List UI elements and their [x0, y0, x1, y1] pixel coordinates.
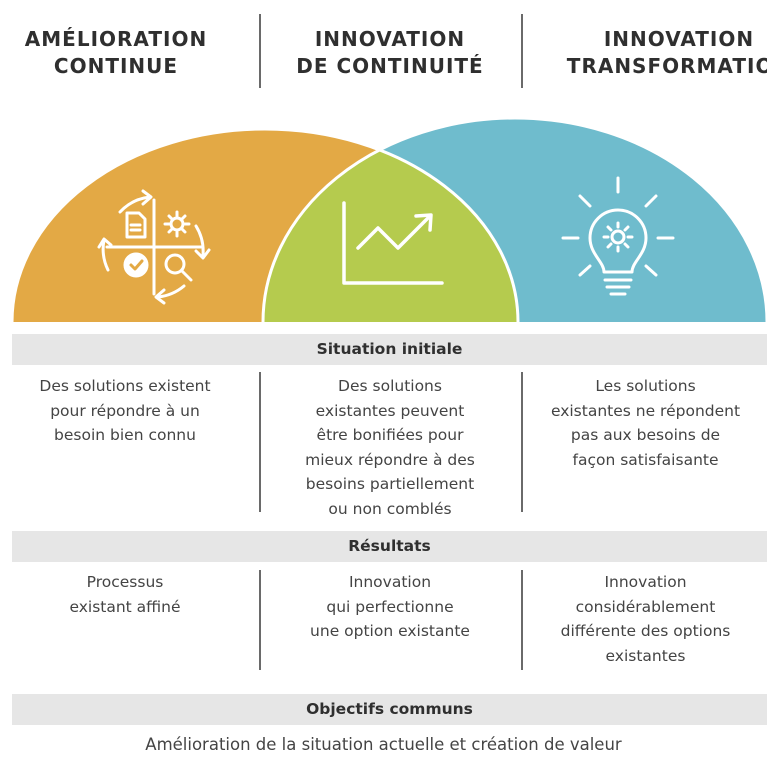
cell-line: être bonifiées pour	[316, 426, 464, 444]
resultats-cell-continuite: Innovation qui perfectionne une option e…	[259, 570, 521, 644]
cell-line: Des solutions existent	[39, 377, 211, 395]
cell-line: Processus	[86, 573, 164, 591]
column-heading-transformation: INNOVATION TRANSFORMATION	[544, 26, 767, 80]
cell-line: existantes ne répondent	[550, 401, 741, 420]
section-band-resultats: Résultats	[12, 531, 767, 562]
section-band-objectifs: Objectifs communs	[12, 694, 767, 725]
cell-line: Les solutions	[595, 377, 696, 395]
heading-line: CONTINUE	[53, 54, 179, 78]
heading-line: DE CONTINUITÉ	[296, 54, 484, 78]
cell-line: Innovation	[604, 573, 687, 591]
resultats-cell-amelioration: Processus existant affiné	[0, 570, 250, 619]
heading-line: AMÉLIORATION	[24, 27, 208, 51]
cell-line: existant affiné	[69, 597, 181, 616]
growth-chart-icon	[342, 201, 444, 285]
cell-line: pas aux besoins de	[570, 426, 721, 444]
heading-divider	[259, 14, 261, 88]
resultats-cell-transformation: Innovation considérablement différente d…	[524, 570, 767, 668]
cell-line: ou non comblés	[328, 499, 452, 518]
cell-line: besoin bien connu	[54, 426, 196, 444]
situation-cell-transformation: Les solutions existantes ne répondent pa…	[524, 374, 767, 472]
column-divider	[521, 570, 523, 670]
objectifs-text: Amélioration de la situation actuelle et…	[145, 735, 622, 754]
situation-cell-continuite: Des solutions existantes peuvent être bo…	[259, 374, 521, 521]
cell-line: considérablement	[575, 597, 716, 616]
column-heading-amelioration: AMÉLIORATION CONTINUE	[0, 26, 232, 80]
continuous-improvement-cycle-icon	[97, 189, 211, 305]
cell-line: une option existante	[310, 622, 470, 640]
heading-line: TRANSFORMATION	[566, 54, 767, 78]
venn-arcs-diagram	[10, 116, 767, 323]
lightbulb-gear-icon	[561, 176, 675, 296]
column-heading-continuite: INNOVATION DE CONTINUITÉ	[259, 26, 521, 80]
section-band-situation: Situation initiale	[12, 334, 767, 365]
cell-line: besoins partiellement	[305, 475, 475, 493]
situation-cell-amelioration: Des solutions existent pour répondre à u…	[0, 374, 250, 448]
cell-line: mieux répondre à des	[305, 450, 475, 469]
heading-line: INNOVATION	[603, 27, 755, 51]
heading-line: INNOVATION	[314, 27, 466, 51]
heading-divider	[521, 14, 523, 88]
cell-line: existantes	[605, 646, 686, 665]
column-divider	[259, 372, 261, 512]
cell-line: façon satisfaisante	[572, 450, 719, 469]
column-divider	[521, 372, 523, 512]
cell-line: différente des options	[560, 622, 731, 640]
cell-line: existantes peuvent	[315, 401, 465, 420]
cell-line: pour répondre à un	[50, 401, 200, 420]
column-divider	[259, 570, 261, 670]
cell-line: Innovation	[348, 573, 432, 591]
cell-line: Des solutions	[338, 377, 442, 395]
cell-line: qui perfectionne	[326, 597, 454, 616]
